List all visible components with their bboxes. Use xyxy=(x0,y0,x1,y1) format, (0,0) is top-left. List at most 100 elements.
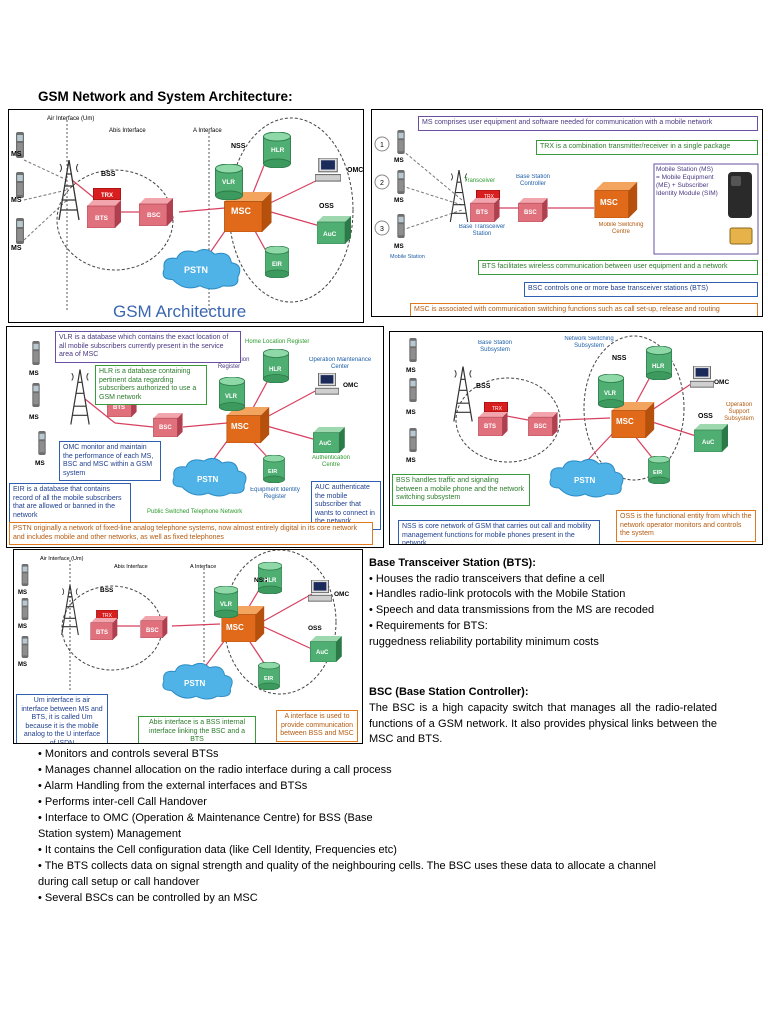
list-item: • Alarm Handling from the external inter… xyxy=(38,780,308,792)
svg-text:TRX: TRX xyxy=(101,193,113,199)
list-item: during call setup or call handover xyxy=(38,876,200,888)
svg-text:MS: MS xyxy=(11,151,22,158)
svg-text:MS: MS xyxy=(35,460,45,467)
svg-text:MS: MS xyxy=(394,197,404,204)
list-item: • Performs inter-cell Call Handover xyxy=(38,796,207,808)
svg-text:MS: MS xyxy=(29,414,39,421)
svg-text:A Interface: A Interface xyxy=(190,564,216,570)
svg-text:MS: MS xyxy=(29,370,39,377)
bsc-cube-icon xyxy=(140,616,168,638)
svg-text:VLR: VLR xyxy=(225,394,238,400)
svg-text:BTS: BTS xyxy=(96,630,108,636)
gsm-components-svg: 1 2 3 MS MS MS Mobile Station TRX BTS BS… xyxy=(374,130,759,260)
svg-text:MSC: MSC xyxy=(600,198,618,207)
trx-note: TRX is a combination transmitter/receive… xyxy=(536,140,758,155)
svg-text:MS: MS xyxy=(11,245,22,252)
eir-note: EIR is a database that contains record o… xyxy=(9,483,131,523)
svg-text:BTS: BTS xyxy=(476,210,488,216)
a-interface-note: A interface is used to provide communica… xyxy=(276,710,358,742)
nss-ellipse xyxy=(228,117,354,303)
svg-text:BSC: BSC xyxy=(147,212,161,219)
auc-cube-icon xyxy=(317,216,351,244)
bts-requirements: ruggedness reliability portability minim… xyxy=(369,636,599,648)
svg-text:Abis Interface: Abis Interface xyxy=(109,128,146,134)
svg-text:MSC: MSC xyxy=(231,422,249,431)
bss-note: BSS handles traffic and signaling betwee… xyxy=(392,474,530,506)
abis-interface-note: Abis interface is a BSS internal interfa… xyxy=(138,716,256,743)
svg-text:OMC: OMC xyxy=(343,382,358,389)
svg-text:HLR: HLR xyxy=(269,367,282,373)
list-item: Station system) Management xyxy=(38,828,182,840)
svg-text:MS: MS xyxy=(18,662,27,668)
hlr-cylinder-icon xyxy=(263,349,289,383)
svg-text:PSTN: PSTN xyxy=(184,265,208,275)
gsm-architecture-svg: Air Interface (Um) Abis Interface A Inte… xyxy=(11,116,363,321)
list-item: • Manages channel allocation on the radi… xyxy=(38,764,392,776)
svg-text:MS: MS xyxy=(406,367,416,374)
phone-icon xyxy=(397,170,405,194)
svg-text:TRX: TRX xyxy=(492,406,503,412)
bts-note: BTS facilitates wireless communication b… xyxy=(478,260,758,275)
list-item: • Monitors and controls several BTSs xyxy=(38,748,219,760)
phone-icon xyxy=(409,428,417,452)
svg-text:Home Location Register: Home Location Register xyxy=(245,339,309,345)
omc-computer-icon xyxy=(308,580,332,602)
svg-text:TRX: TRX xyxy=(102,613,113,619)
svg-text:BSC: BSC xyxy=(534,424,547,430)
svg-text:BSC: BSC xyxy=(146,628,159,634)
svg-text:MS: MS xyxy=(406,409,416,416)
svg-text:BSC: BSC xyxy=(159,425,172,431)
pstn-note: PSTN originally a network of fixed-line … xyxy=(9,522,373,545)
sim-card-icon xyxy=(729,227,753,245)
list-item: • The BTS collects data on signal streng… xyxy=(38,860,656,872)
um-interface-note: Um interface is air interface between MS… xyxy=(16,694,108,743)
svg-text:BTS: BTS xyxy=(95,215,109,222)
phone-icon xyxy=(32,341,40,365)
bts-bullet: • Speech and data transmissions from the… xyxy=(369,604,655,616)
gsm-components-diagram: 1 2 3 MS MS MS Mobile Station TRX BTS BS… xyxy=(371,109,763,317)
phone-icon xyxy=(21,564,29,586)
svg-text:OSS: OSS xyxy=(308,625,322,632)
phone-icon xyxy=(16,172,24,198)
svg-text:AuC: AuC xyxy=(319,441,332,447)
omc-computer-icon xyxy=(690,366,714,388)
phone-icon xyxy=(16,218,24,244)
svg-text:VLR: VLR xyxy=(604,391,617,397)
svg-text:VLR: VLR xyxy=(222,179,235,186)
omc-note: OMC monitor and maintain the performance… xyxy=(59,441,161,481)
bts-bullet: • Houses the radio transceivers that def… xyxy=(369,573,605,585)
svg-text:TRX: TRX xyxy=(484,194,495,200)
list-item: • Several BSCs can be controlled by an M… xyxy=(38,892,258,904)
svg-text:Abis Interface: Abis Interface xyxy=(114,564,148,570)
bts-bullet: • Requirements for BTS: xyxy=(369,620,488,632)
svg-text:NSS: NSS xyxy=(612,355,627,362)
diagram-caption: GSM Architecture xyxy=(113,302,246,321)
svg-text:A Interface: A Interface xyxy=(193,128,222,134)
svg-text:BSC: BSC xyxy=(524,210,537,216)
svg-text:Air Interface (Um): Air Interface (Um) xyxy=(47,116,94,122)
phone-icon xyxy=(38,431,46,455)
svg-text:3: 3 xyxy=(380,226,384,233)
bts-cube-icon xyxy=(90,618,118,640)
hlr-cylinder-icon xyxy=(646,346,672,380)
svg-text:VLR: VLR xyxy=(220,602,233,608)
svg-text:PSTN: PSTN xyxy=(184,679,206,688)
svg-text:BTS: BTS xyxy=(484,424,496,430)
svg-text:OMC: OMC xyxy=(347,167,363,174)
svg-text:NSS: NSS xyxy=(231,143,246,150)
svg-text:EIR: EIR xyxy=(268,469,277,475)
omc-computer-icon xyxy=(315,373,339,395)
svg-text:MS: MS xyxy=(394,243,404,250)
svg-text:BSS: BSS xyxy=(476,383,491,390)
phone-icon xyxy=(21,636,29,658)
svg-text:OMC: OMC xyxy=(334,591,349,598)
gsm-subsystems-svg: MS MS MS TRX BTS BSC MSC HLR VLR EIR AuC… xyxy=(406,335,754,498)
gsm-interfaces-diagram: MS MS MS Air Interface (Um) Abis Interfa… xyxy=(13,549,363,744)
svg-text:HLR: HLR xyxy=(271,147,285,154)
svg-text:BTS: BTS xyxy=(113,405,125,411)
list-item: • It contains the Cell configuration dat… xyxy=(38,844,397,856)
bsc-bullet-list: • Monitors and controls several BTSs • M… xyxy=(38,746,708,906)
phone-icon xyxy=(397,130,405,154)
phone-icon xyxy=(32,383,40,407)
svg-text:BSS: BSS xyxy=(101,171,116,178)
